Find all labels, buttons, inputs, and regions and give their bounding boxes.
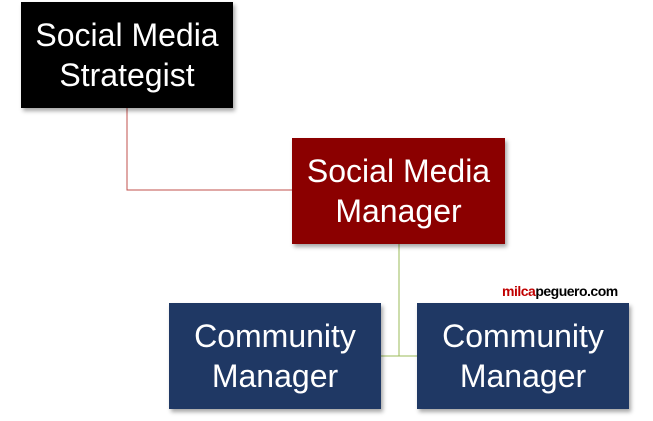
node-social-media-manager: Social Media Manager (292, 138, 505, 244)
node-community-manager-right: Community Manager (417, 303, 629, 409)
node-label-line2: Manager (335, 193, 462, 229)
node-label-line1: Social Media (306, 153, 491, 189)
watermark: milcapeguero.com (502, 283, 618, 299)
node-label-line1: Community (442, 318, 604, 354)
watermark-part1: milca (502, 283, 536, 299)
node-label-line1: Community (194, 318, 356, 354)
edge-strategist-manager (126, 108, 292, 191)
node-label-line2: Manager (459, 358, 587, 394)
node-social-media-strategist: Social Media Strategist (21, 2, 233, 108)
node-label-line2: Manager (211, 358, 339, 394)
node-label-line2: Strategist (59, 57, 195, 93)
node-community-manager-left: Community Manager (169, 303, 381, 409)
watermark-part3: .com (587, 283, 618, 299)
watermark-part2: peguero (535, 283, 588, 299)
node-label-line1: Social Media (35, 17, 219, 53)
